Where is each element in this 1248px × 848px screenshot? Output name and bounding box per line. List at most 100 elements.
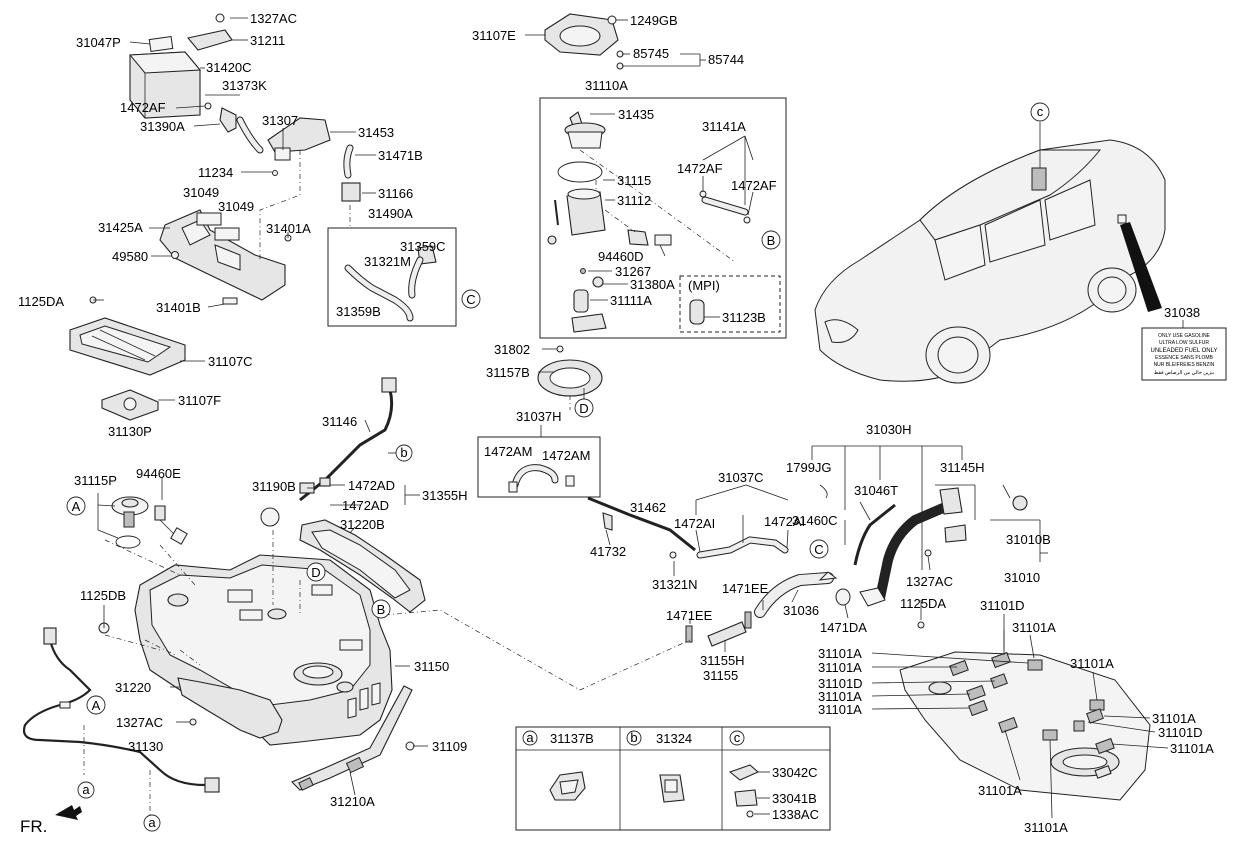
part-label-1472AI-b: 1472AI: [764, 514, 805, 529]
filler-neck: [818, 484, 1028, 607]
vent-hose-box: [477, 436, 601, 498]
part-label-31155: 31155: [703, 668, 738, 683]
part-label-31359B: 31359B: [336, 304, 381, 319]
fuel-label-line-3: UNLEADED FUEL ONLY: [1150, 348, 1217, 354]
part-label-49580: 49580: [112, 249, 148, 264]
part-label-1327AC-top: 1327AC: [250, 11, 297, 26]
part-label-31462: 31462: [630, 500, 666, 515]
part-label-31111A: 31111A: [610, 293, 652, 308]
part-label-31401A: 31401A: [266, 221, 311, 236]
part-label-31123B: 31123B: [722, 310, 766, 325]
vapor-hose-group-box: [327, 227, 457, 327]
vent-hoses: [508, 464, 575, 493]
fuel-pump-module: [547, 111, 751, 333]
part-label-31010B: 31010B: [1006, 532, 1051, 547]
part-label-31155H: 31155H: [700, 653, 745, 668]
part-label-31110A: 31110A: [585, 78, 628, 93]
part-label-31101A-3: 31101A: [1070, 656, 1114, 671]
legend-c-part-1: 33042C: [772, 765, 818, 780]
fuel-label-line-4: ESSENCE SANS PLOMB: [1155, 355, 1213, 361]
part-label-31141A: 31141A: [702, 119, 746, 134]
part-label-31049-b: 31049: [218, 199, 254, 214]
callout-B-label-2: B: [377, 602, 386, 617]
part-label-1327AC-right: 1327AC: [906, 574, 953, 589]
part-label-31037C: 31037C: [718, 470, 764, 485]
legend-a-letter: a: [526, 730, 534, 745]
part-label-1472AM-a: 1472AM: [484, 444, 532, 459]
part-label-1472AI-a: 1472AI: [674, 516, 715, 531]
legend-a-part: 31137B: [550, 731, 594, 746]
part-label-31010: 31010: [1004, 570, 1040, 585]
part-label-31267: 31267: [615, 264, 651, 279]
callout-c-label-1: c: [1037, 104, 1044, 119]
part-label-31166: 31166: [378, 186, 413, 201]
fuel-pump-module-box: [539, 97, 787, 339]
legend-b-letter: b: [630, 730, 637, 745]
part-label-1472AF-mid-2: 1472AF: [731, 178, 777, 193]
part-label-31101A-7: 31101A: [1152, 711, 1196, 726]
part-label-1471EE-b: 1471EE: [666, 608, 713, 623]
tank-pads: [899, 651, 1151, 801]
part-label-31453: 31453: [358, 125, 394, 140]
part-label-mpi: (MPI): [688, 278, 720, 293]
callout-b-label-1: b: [400, 445, 407, 460]
part-label-31107C: 31107C: [208, 354, 253, 369]
fuel-vapor-tube: [587, 496, 789, 559]
part-label-1327AC-left: 1327AC: [116, 715, 163, 730]
legend-c-letter: c: [734, 730, 741, 745]
part-label-31355H: 31355H: [422, 488, 468, 503]
part-label-1249GB: 1249GB: [630, 13, 678, 28]
sender-wiring-harness: [22, 627, 220, 793]
callout-D-label-1: D: [579, 401, 588, 416]
tank-protector-plate: [69, 296, 186, 421]
part-label-31359C: 31359C: [400, 239, 446, 254]
fuel-label-line-6: بنزين خالي من الرصاص فقط: [1154, 370, 1214, 376]
part-label-31425A: 31425A: [98, 220, 143, 235]
part-label-31150: 31150: [414, 659, 449, 674]
part-label-31109: 31109: [432, 739, 467, 754]
fuel-label-line-1: ONLY USE GASOLINE: [1158, 333, 1210, 339]
mpi-box: [679, 275, 781, 333]
part-label-31802: 31802: [494, 342, 530, 357]
part-label-31049-a: 31049: [183, 185, 219, 200]
part-label-1472AD-b: 1472AD: [342, 498, 389, 513]
part-label-31036: 31036: [783, 603, 819, 618]
part-label-31210A: 31210A: [330, 794, 375, 809]
part-label-31157B: 31157B: [486, 365, 530, 380]
legend-b-part: 31324: [656, 731, 692, 746]
part-label-31101D-3: 31101D: [1158, 725, 1203, 740]
part-label-31435: 31435: [618, 107, 654, 122]
pump-cover-plate: [544, 13, 624, 70]
part-label-31211: 31211: [250, 33, 285, 48]
part-label-31390A: 31390A: [140, 119, 185, 134]
part-label-31130P: 31130P: [108, 424, 152, 439]
callout-D-label-2: D: [311, 565, 320, 580]
part-label-85745: 85745: [633, 46, 669, 61]
dashed-reference-lines: [83, 149, 736, 815]
part-label-31146: 31146: [322, 414, 357, 429]
pump-retainer-ring: [537, 345, 603, 397]
part-label-31460C: 31460C: [792, 513, 838, 528]
callout-B-label-1: B: [767, 233, 776, 248]
vehicle-illustration: [814, 139, 1166, 384]
part-label-31115: 31115: [617, 173, 651, 188]
part-label-31101A-2: 31101A: [818, 646, 862, 661]
part-label-31401B: 31401B: [156, 300, 201, 315]
fuel-label-line-2: ULTRA LOW SULFUR: [1159, 340, 1209, 346]
part-label-31101A-10: 31101A: [1024, 820, 1068, 835]
part-label-1472AD-a: 1472AD: [348, 478, 395, 493]
callout-circles: C B D A D B A C c b a a: [66, 102, 1050, 832]
part-label-31321N: 31321N: [652, 577, 698, 592]
vapor-hose: [344, 245, 437, 322]
callout-A-label-1: A: [72, 499, 81, 514]
part-label-31321M: 31321M: [364, 254, 411, 269]
leader-lines: [93, 17, 1184, 819]
part-label-1471DA: 1471DA: [820, 620, 867, 635]
part-label-31101A-6: 31101A: [818, 702, 862, 717]
part-label-31130: 31130: [128, 739, 163, 754]
callout-A-label-2: A: [92, 698, 101, 713]
part-label-31046T: 31046T: [854, 483, 898, 498]
part-label-31101A-5: 31101A: [818, 689, 862, 704]
canister-bracket: [159, 209, 292, 305]
